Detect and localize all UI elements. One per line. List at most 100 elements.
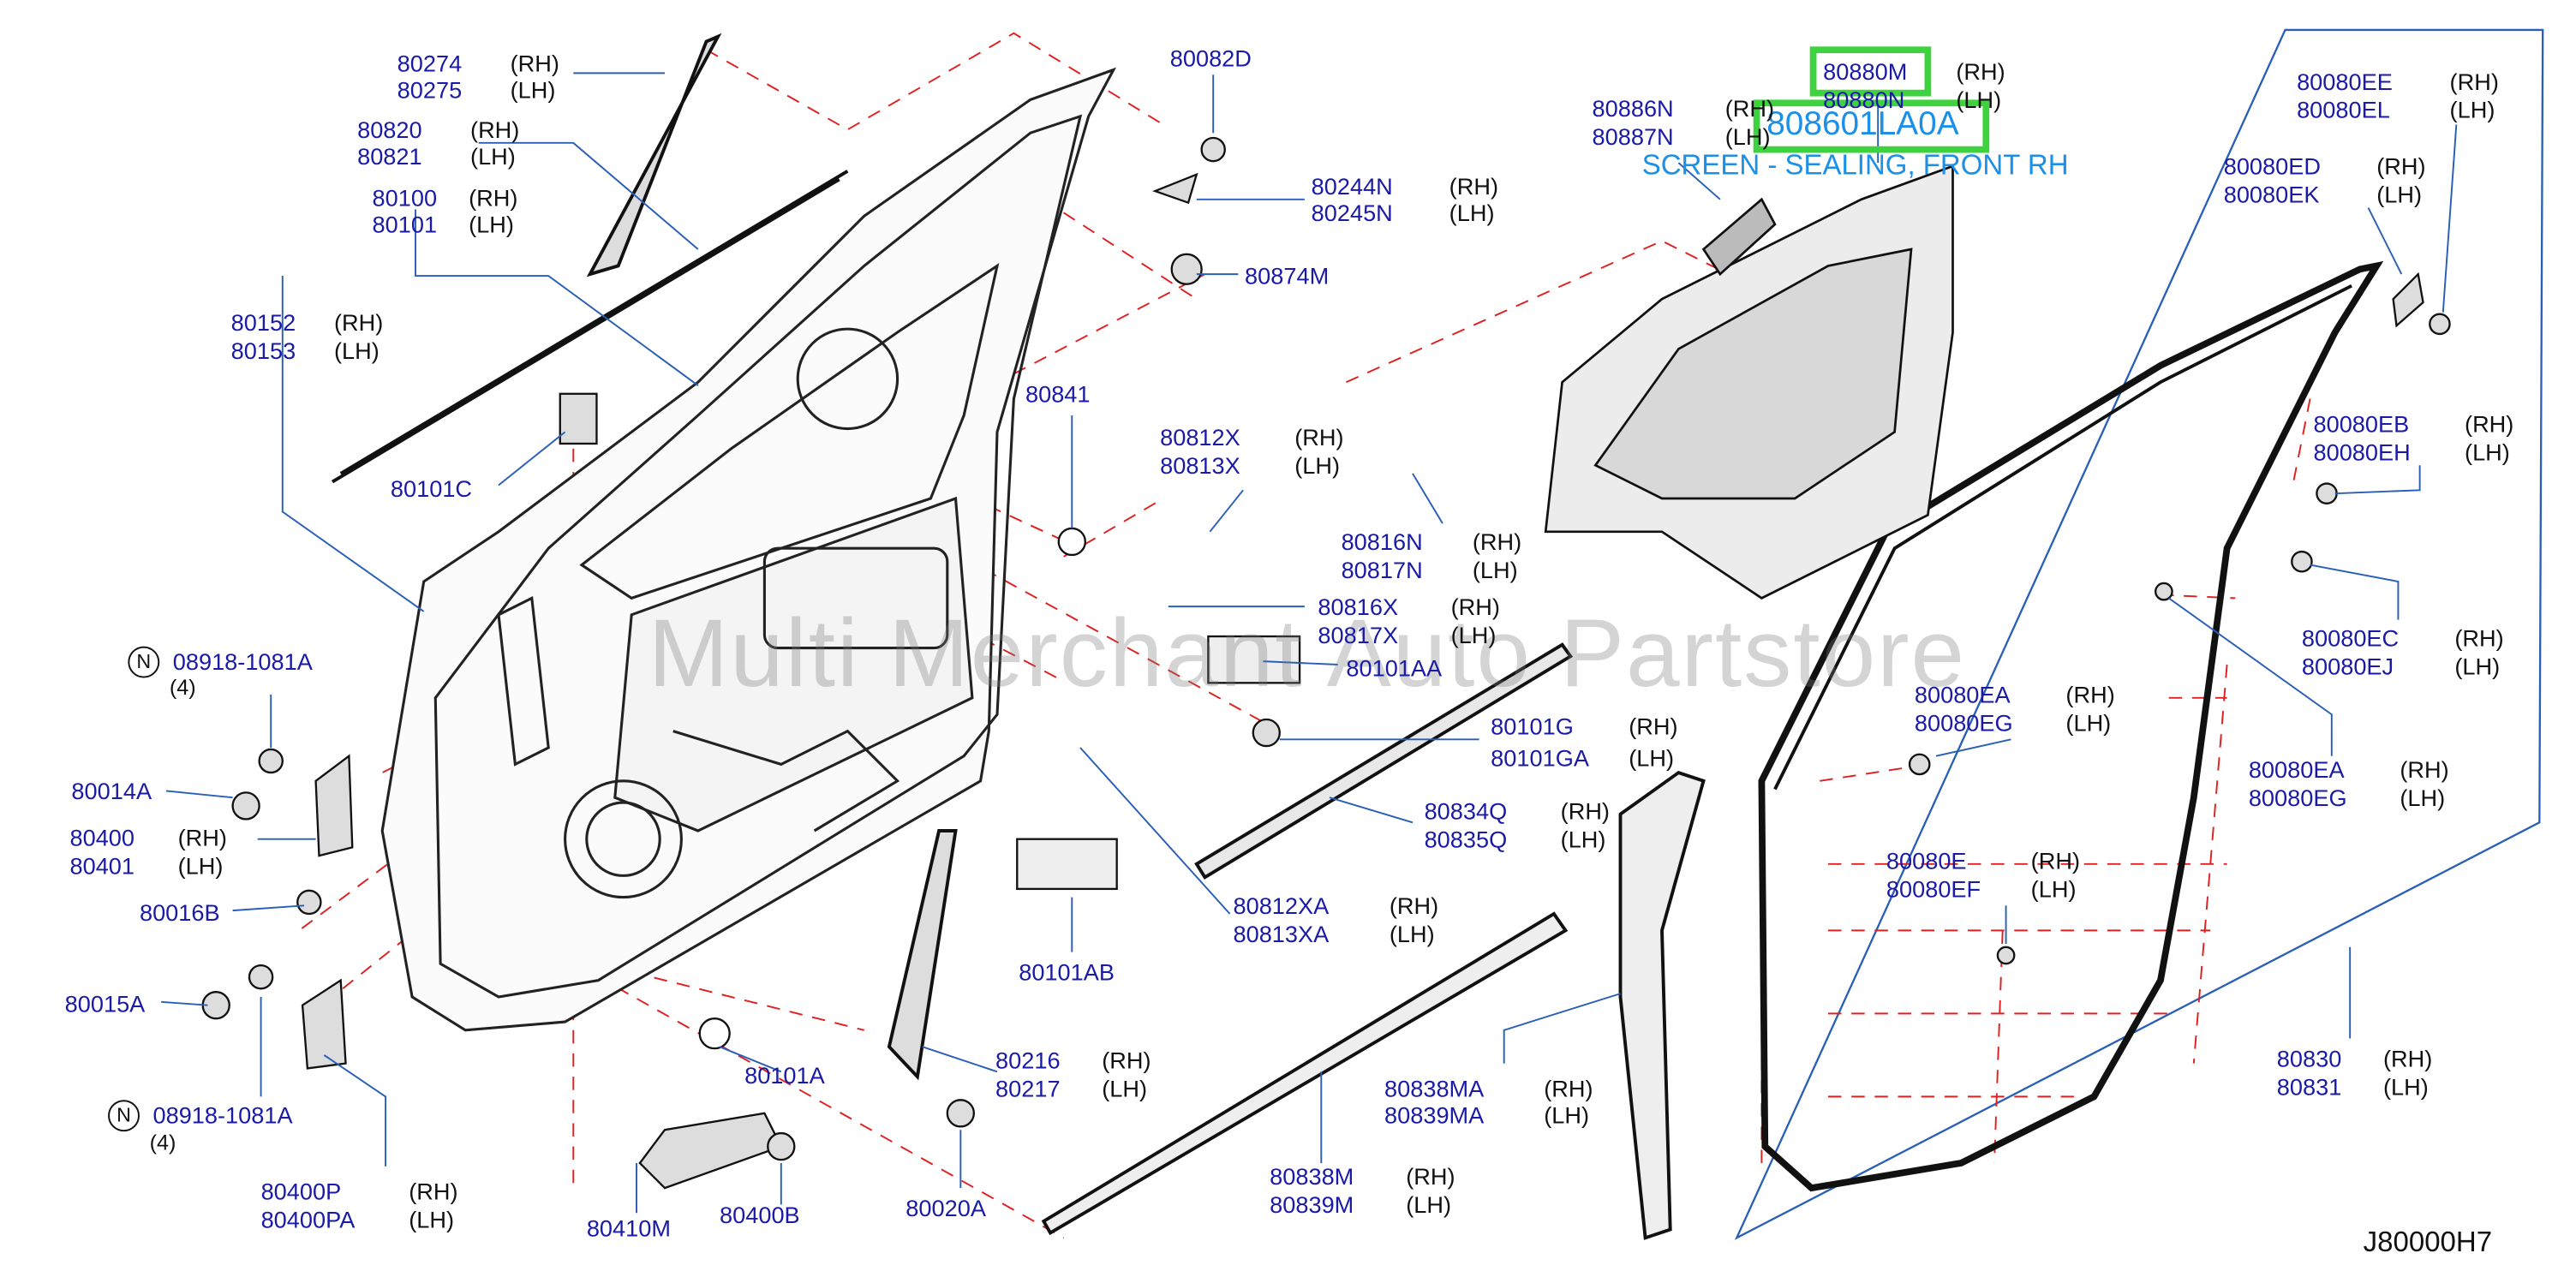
quantity-note: (4)	[149, 1130, 176, 1155]
part-label[interactable]: 80821	[357, 142, 422, 170]
part-label[interactable]: 80082D	[1169, 45, 1252, 72]
part-label[interactable]: 80834Q	[1424, 797, 1508, 825]
n-symbol: N	[108, 1100, 140, 1132]
part-label[interactable]: 80101C	[390, 474, 473, 502]
part-label[interactable]: 80812X	[1160, 423, 1240, 451]
side-lh: (LH)	[177, 852, 224, 880]
part-label[interactable]: 80080EC	[2301, 624, 2400, 652]
part-label[interactable]: 80274	[397, 50, 463, 77]
part-label[interactable]: 08918-1081A	[152, 1101, 293, 1129]
side-lh: (LH)	[2454, 653, 2501, 680]
side-rh: (RH)	[2382, 1045, 2433, 1072]
part-label[interactable]: 80820	[357, 116, 422, 143]
part-label[interactable]: 80016B	[139, 898, 220, 926]
part-label[interactable]: 80817N	[1341, 556, 1423, 583]
part-label[interactable]: 80839MA	[1384, 1101, 1485, 1129]
part-label[interactable]: 80153	[230, 337, 296, 364]
side-rh: (RH)	[1472, 528, 1522, 555]
side-lh: (LH)	[409, 1206, 455, 1233]
part-label[interactable]: 80816X	[1318, 593, 1399, 620]
part-label[interactable]: 80813XA	[1233, 920, 1330, 947]
part-label[interactable]: 80841	[1025, 380, 1091, 408]
part-label[interactable]: 80015A	[64, 990, 146, 1017]
part-label[interactable]: 80080EA	[2248, 755, 2345, 783]
highlight-box-80880M	[1809, 46, 1932, 97]
part-label[interactable]: 80813X	[1160, 451, 1240, 479]
part-label[interactable]: 80080E	[1886, 847, 1967, 874]
side-rh: (RH)	[510, 50, 559, 77]
part-label[interactable]: 80216	[995, 1047, 1061, 1074]
part-label[interactable]: 80080EJ	[2301, 653, 2394, 680]
part-label[interactable]: 80880N	[1823, 86, 1905, 113]
part-label[interactable]: 80080EL	[2297, 96, 2390, 123]
quantity-note: (4)	[169, 674, 196, 700]
side-lh: (LH)	[1560, 826, 1606, 853]
side-lh: (LH)	[1294, 451, 1341, 479]
side-rh: (RH)	[1629, 713, 1678, 740]
part-label[interactable]: 80101	[372, 211, 438, 238]
side-lh: (LH)	[470, 142, 516, 170]
side-lh: (LH)	[1406, 1190, 1452, 1219]
part-label[interactable]: 80080EH	[2313, 439, 2411, 466]
part-label[interactable]: 80245N	[1311, 199, 1393, 226]
part-label[interactable]: 80401	[69, 852, 135, 880]
part-label[interactable]: 80400PA	[260, 1206, 356, 1233]
part-label[interactable]: 80400P	[260, 1178, 342, 1205]
part-label[interactable]: 80080ED	[2223, 152, 2321, 180]
part-label[interactable]: 80838MA	[1384, 1075, 1485, 1102]
highlight-box-part-number	[1753, 99, 1990, 153]
block-80101C	[559, 392, 598, 445]
part-label[interactable]: 80020A	[905, 1194, 986, 1221]
part-label-highlighted[interactable]: 80880M	[1823, 57, 1908, 85]
part-label[interactable]: 80275	[397, 76, 463, 104]
side-rh: (RH)	[1389, 892, 1439, 919]
part-label[interactable]: 80101AA	[1346, 654, 1443, 682]
part-label[interactable]: 80217	[995, 1075, 1061, 1102]
side-lh: (LH)	[2465, 439, 2510, 466]
part-label[interactable]: 08918-1081A	[172, 647, 313, 675]
part-label[interactable]: 80080EG	[2248, 784, 2347, 811]
weatherstrip-group-frame	[1734, 28, 2544, 1240]
part-label[interactable]: 80080EF	[1886, 875, 1981, 903]
part-label[interactable]: 80816N	[1341, 528, 1423, 555]
part-label[interactable]: 80101A	[744, 1061, 825, 1089]
part-label[interactable]: 80080EE	[2297, 68, 2393, 95]
part-label[interactable]: 80100	[372, 184, 438, 212]
part-label[interactable]: 80812XA	[1233, 892, 1330, 919]
part-label[interactable]: 80014A	[71, 777, 152, 804]
part-label[interactable]: 80400	[69, 824, 135, 851]
part-label[interactable]: 80886N	[1592, 94, 1674, 122]
part-label[interactable]: 80080EK	[2223, 181, 2320, 208]
n-symbol: N	[128, 646, 160, 678]
part-label[interactable]: 80831	[2276, 1073, 2342, 1101]
side-lh: (LH)	[1102, 1075, 1148, 1102]
part-label[interactable]: 80835Q	[1424, 826, 1508, 853]
part-label[interactable]: 80400B	[720, 1201, 800, 1228]
part-label[interactable]: 80874M	[1245, 262, 1330, 289]
side-rh: (RH)	[409, 1178, 458, 1205]
part-label[interactable]: 80080EB	[2313, 410, 2410, 438]
part-label[interactable]: 80152	[230, 308, 296, 336]
part-label[interactable]: 80838M	[1270, 1163, 1354, 1190]
side-lh: (LH)	[1629, 744, 1675, 772]
side-rh: (RH)	[1450, 593, 1500, 620]
part-label[interactable]: 80101GA	[1491, 744, 1589, 772]
side-lh: (LH)	[1956, 86, 2002, 113]
part-label[interactable]: 80830	[2276, 1045, 2342, 1072]
watermark: Multi Merchant Auto Partstore	[648, 600, 1967, 708]
part-label[interactable]: 80080EG	[1914, 709, 2013, 737]
part-label[interactable]: 80101G	[1491, 713, 1574, 740]
highlighted-part-number[interactable]: 808601LA0A	[1766, 106, 1959, 143]
side-lh: (LH)	[2400, 784, 2446, 811]
part-label[interactable]: 80101AB	[1019, 958, 1115, 986]
part-label[interactable]: 80839M	[1270, 1190, 1354, 1219]
part-label[interactable]: 80244N	[1311, 172, 1393, 200]
part-label[interactable]: 80080EA	[1914, 681, 2011, 708]
side-rh: (RH)	[1449, 172, 1499, 200]
part-label[interactable]: 80817X	[1318, 621, 1399, 648]
part-label[interactable]: 80887N	[1592, 122, 1674, 150]
side-rh: (RH)	[2454, 624, 2504, 652]
part-label[interactable]: 80410M	[586, 1214, 671, 1242]
diagram-code: J80000H7	[2363, 1226, 2493, 1258]
